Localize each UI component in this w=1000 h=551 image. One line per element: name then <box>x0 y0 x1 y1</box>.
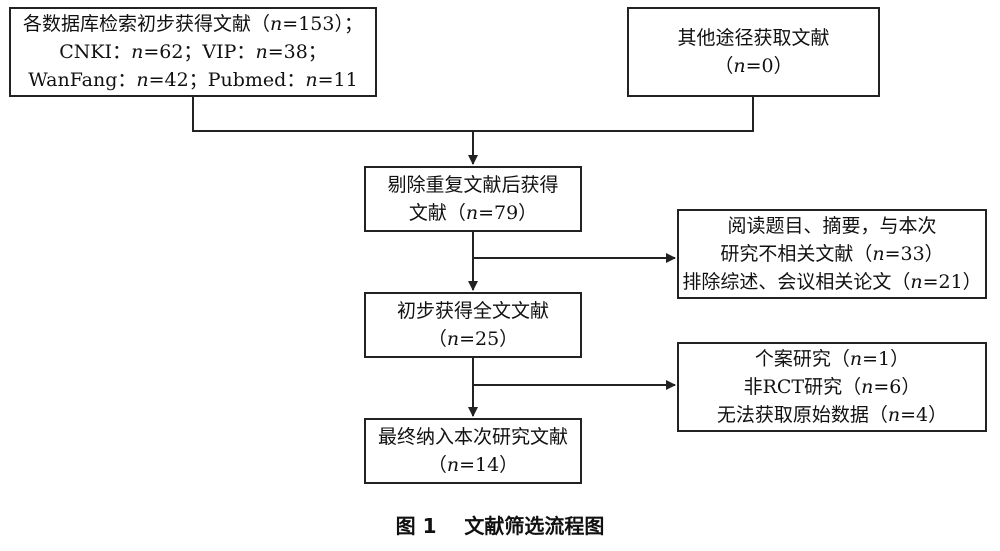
search-results-box: 各数据库检索初步获得文献（n=153）； CNKI：n=62；VIP：n=38；… <box>9 7 377 97</box>
text: =153）； <box>282 13 363 35</box>
exclude1-line-3: 排除综述、会议相关论文（n=21） <box>682 268 981 296</box>
n-symbol: n <box>465 202 479 224</box>
text: =11 <box>317 69 358 91</box>
n-symbol: n <box>733 55 746 77</box>
n-symbol: n <box>255 41 268 63</box>
text: =21） <box>922 271 982 293</box>
other-sources-box: 其他途径获取文献 （n=0） <box>627 7 880 97</box>
text: 无法获取原始数据（ <box>716 404 888 426</box>
exclusion-box-1: 阅读题目、摘要，与本次 研究不相关文献（n=33） 排除综述、会议相关论文（n=… <box>677 209 987 299</box>
n-symbol: n <box>136 69 149 91</box>
search-line-3: WanFang：n=42；Pubmed：n=11 <box>28 66 357 94</box>
text: （ <box>427 454 447 476</box>
n-symbol: n <box>131 41 144 63</box>
dedup-line-2: 文献（n=79） <box>409 199 537 227</box>
n-symbol: n <box>270 13 283 35</box>
text: WanFang： <box>28 69 137 91</box>
fulltext-line-2: （n=25） <box>428 325 518 353</box>
merge-connector <box>192 97 754 132</box>
text: =62；VIP： <box>143 41 256 63</box>
text: =79） <box>478 202 538 224</box>
exclude2-line-1: 个案研究（n=1） <box>755 345 909 373</box>
n-symbol: n <box>849 348 863 370</box>
text: （ <box>427 328 447 350</box>
n-symbol: n <box>446 454 460 476</box>
exclude1-line-1: 阅读题目、摘要，与本次 <box>727 215 937 237</box>
n-symbol: n <box>910 271 923 293</box>
search-line-2: CNKI：n=62；VIP：n=38； <box>59 38 327 66</box>
n-symbol: n <box>446 328 460 350</box>
n-symbol: n <box>872 243 885 265</box>
n-symbol: n <box>861 376 874 398</box>
search-line-1: 各数据库检索初步获得文献（n=153）； <box>23 10 363 38</box>
final-line-2: （n=14） <box>428 451 518 479</box>
other-line-2: （n=0） <box>714 52 792 80</box>
exclusion-box-2: 个案研究（n=1） 非RCT研究（n=6） 无法获取原始数据（n=4） <box>677 342 987 432</box>
n-symbol: n <box>887 404 901 426</box>
text: =33） <box>884 243 944 265</box>
text: =6） <box>873 376 921 398</box>
exclude2-line-3: 无法获取原始数据（n=4） <box>717 401 947 429</box>
fulltext-line-1: 初步获得全文文献 <box>396 300 549 322</box>
fulltext-box: 初步获得全文文献 （n=25） <box>364 292 582 358</box>
text: =1） <box>862 348 910 370</box>
n-symbol: n <box>305 69 318 91</box>
text: （ <box>714 55 734 77</box>
final-line-1: 最终纳入本次研究文献 <box>377 426 568 448</box>
text: =25） <box>459 328 519 350</box>
text: 排除综述、会议相关论文（ <box>682 271 911 293</box>
text: 文献（ <box>408 202 466 224</box>
exclude2-line-2: 非RCT研究（n=6） <box>744 373 921 401</box>
text: 个案研究（ <box>754 348 850 370</box>
final-included-box: 最终纳入本次研究文献 （n=14） <box>364 418 582 484</box>
other-line-1: 其他途径获取文献 <box>677 27 830 49</box>
text: CNKI： <box>59 41 132 63</box>
text: =38； <box>267 41 327 63</box>
text: 研究不相关文献（ <box>720 243 873 265</box>
text: 非RCT研究（ <box>743 376 862 398</box>
text: =14） <box>459 454 519 476</box>
text: =42；Pubmed： <box>148 69 306 91</box>
text: =0） <box>745 55 793 77</box>
dedup-line-1: 剔除重复文献后获得 <box>387 174 559 196</box>
exclude1-line-2: 研究不相关文献（n=33） <box>720 240 943 268</box>
text: 各数据库检索初步获得文献（ <box>23 13 271 35</box>
text: =4） <box>900 404 948 426</box>
dedup-box: 剔除重复文献后获得 文献（n=79） <box>364 166 582 232</box>
figure-caption: 图 1 文献筛选流程图 <box>395 514 605 538</box>
